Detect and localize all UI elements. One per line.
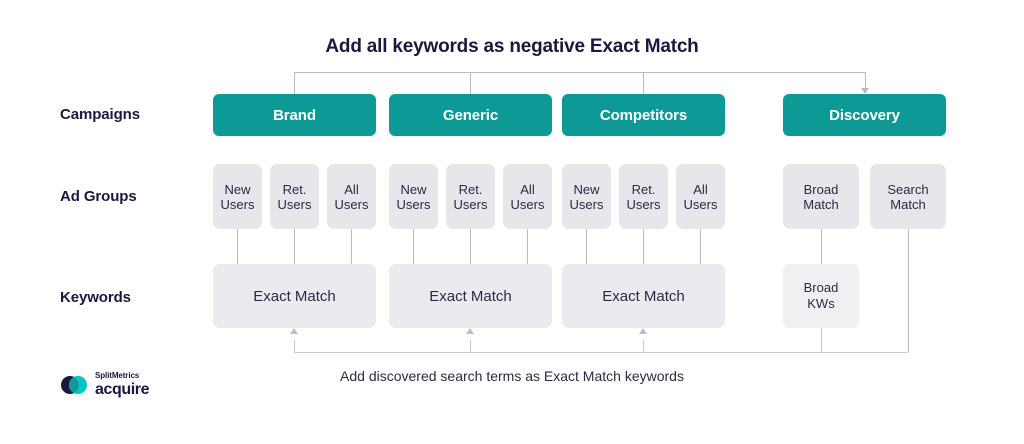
link-generic-new-users [413,229,414,264]
row-label-ad-groups: Ad Groups [60,188,137,205]
campaign-box-competitors[interactable]: Competitors [562,94,725,136]
adgroup-label-line2: Match [890,196,926,212]
adgroup-label-line1: Ret. [631,181,656,197]
adgroup-label-line2: Users [626,196,661,212]
campaign-box-generic[interactable]: Generic [389,94,552,136]
adgroup-label-line1: New [224,181,251,197]
keyword-box-brand[interactable]: Exact Match [213,264,376,328]
campaign-box-discovery[interactable]: Discovery [783,94,946,136]
link-brand-ret-users [294,229,295,264]
keyword-box-discovery-broad-kws[interactable]: Broad KWs [783,264,859,328]
top-connector-drop-discovery [865,72,866,88]
diagram-caption: Add discovered search terms as Exact Mat… [340,368,684,384]
brand-logo[interactable]: SplitMetrics acquire [60,371,150,398]
link-generic-all-users [527,229,528,264]
adgroup-box-competitors-ret-users[interactable]: Ret. Users [619,164,668,229]
keyword-label-line2: KWs [807,296,835,311]
feedback-riser-generic [470,340,471,352]
link-discovery-search-match [908,229,909,352]
adgroup-box-generic-ret-users[interactable]: Ret. Users [446,164,495,229]
logo-text-splitmetrics: SplitMetrics [95,371,140,380]
overlapping-circles-icon [60,374,88,396]
adgroup-label-line2: Users [334,196,369,212]
link-competitors-new-users [586,229,587,264]
top-connector-drop-generic [470,72,471,94]
adgroup-box-generic-new-users[interactable]: New Users [389,164,438,229]
top-connector-drop-brand [294,72,295,94]
adgroup-label-line1: All [344,181,359,197]
adgroup-box-generic-all-users[interactable]: All Users [503,164,552,229]
keyword-box-competitors[interactable]: Exact Match [562,264,725,328]
adgroup-label-line1: New [573,181,600,197]
adgroup-box-brand-all-users[interactable]: All Users [327,164,376,229]
feedback-connector-horizontal [294,352,908,353]
link-competitors-all-users [700,229,701,264]
diagram-title: Add all keywords as negative Exact Match [325,36,699,57]
arrow-up-icon-generic [466,328,474,334]
link-brand-all-users [351,229,352,264]
link-generic-ret-users [470,229,471,264]
adgroup-label-line1: Ret. [458,181,483,197]
adgroup-label-line1: New [400,181,427,197]
adgroup-label-line2: Users [683,196,718,212]
arrow-up-icon-brand [290,328,298,334]
adgroup-box-competitors-new-users[interactable]: New Users [562,164,611,229]
link-competitors-ret-users [643,229,644,264]
adgroup-label-line2: Users [396,196,431,212]
adgroup-label-line2: Users [453,196,488,212]
adgroup-label-line2: Users [277,196,312,212]
adgroup-label-line1: All [520,181,535,197]
feedback-riser-competitors [643,340,644,352]
keyword-label-line1: Broad [803,280,839,295]
top-connector-horizontal [294,72,866,73]
feedback-drop-broad-kws [821,328,822,352]
campaign-box-brand[interactable]: Brand [213,94,376,136]
row-label-campaigns: Campaigns [60,106,140,123]
adgroup-box-discovery-broad-match[interactable]: Broad Match [783,164,859,229]
link-brand-new-users [237,229,238,264]
logo-text-acquire: acquire [95,381,150,398]
adgroup-box-competitors-all-users[interactable]: All Users [676,164,725,229]
adgroup-label-line2: Users [569,196,604,212]
feedback-riser-brand [294,340,295,352]
adgroup-box-brand-new-users[interactable]: New Users [213,164,262,229]
arrow-up-icon-competitors [639,328,647,334]
adgroup-label-line1: All [693,181,708,197]
adgroup-label-line2: Users [220,196,255,212]
arrow-down-icon-discovery [861,88,869,94]
row-label-keywords: Keywords [60,289,131,306]
keyword-box-generic[interactable]: Exact Match [389,264,552,328]
adgroup-label-line1: Broad [803,181,839,197]
adgroup-box-discovery-search-match[interactable]: Search Match [870,164,946,229]
adgroup-box-brand-ret-users[interactable]: Ret. Users [270,164,319,229]
adgroup-label-line1: Search [887,181,929,197]
top-connector-drop-competitors [643,72,644,94]
adgroup-label-line2: Match [803,196,839,212]
link-discovery-broad-match [821,229,822,264]
adgroup-label-line1: Ret. [282,181,307,197]
adgroup-label-line2: Users [510,196,545,212]
